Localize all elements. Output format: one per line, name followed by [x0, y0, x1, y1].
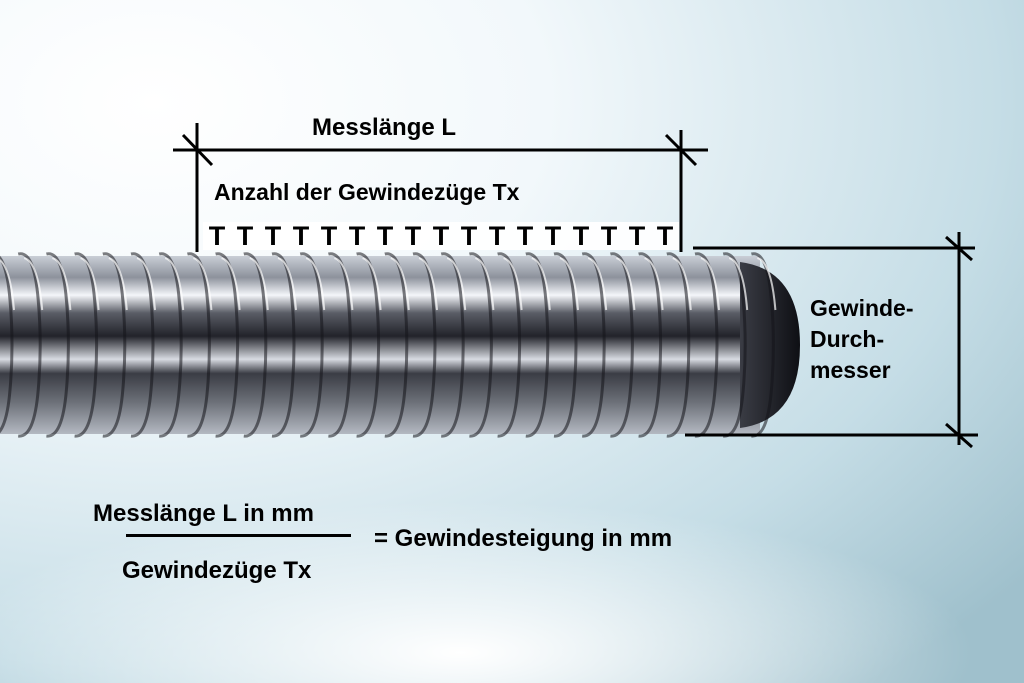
thread-marker: T — [516, 221, 534, 251]
thread-marker: T — [488, 221, 506, 251]
measure-length-label: Messlänge L — [312, 114, 457, 141]
thread-marker: T — [600, 221, 618, 251]
diameter-line-2: Durch- — [810, 326, 885, 352]
thread-marker: T — [432, 221, 450, 251]
thread-marker: T — [656, 221, 674, 251]
thread-highlight — [587, 257, 608, 311]
thread-highlight — [249, 257, 269, 311]
thread-highlight — [672, 257, 692, 311]
thread-marker: T — [376, 221, 394, 251]
thread-highlight — [728, 257, 749, 311]
thread-highlight — [305, 257, 326, 311]
formula-numerator: Messlänge L in mm — [93, 500, 314, 527]
thread-marker: T — [460, 221, 478, 251]
formula-denominator: Gewindezüge Tx — [122, 557, 312, 584]
thread-highlight — [503, 257, 523, 311]
thread-highlight — [446, 257, 467, 311]
thread-highlight — [192, 257, 213, 311]
thread-highlight — [136, 257, 156, 311]
thread-highlight — [756, 257, 777, 311]
thread-marker: T — [320, 221, 338, 251]
thread-highlight — [164, 257, 185, 311]
thread-marker: T — [264, 221, 282, 251]
thread-highlight — [0, 258, 15, 311]
thread-count-label: Anzahl der Gewindezüge Tx — [214, 179, 520, 205]
formula-result: = Gewindesteigung in mm — [374, 525, 673, 552]
thread-highlight — [644, 257, 664, 311]
thread-highlight — [531, 257, 551, 311]
thread-marker: T — [544, 221, 562, 251]
thread-marker: T — [348, 221, 366, 251]
fraction-line — [126, 534, 351, 537]
thread-highlight — [221, 257, 241, 311]
thread-marker: T — [628, 221, 646, 251]
thread-highlight — [277, 257, 297, 311]
thread-highlight — [474, 257, 495, 311]
diameter-line-3: messer — [810, 357, 891, 383]
thread-highlight — [51, 257, 72, 311]
thread-marker: T — [404, 221, 422, 251]
diameter-line-1: Gewinde- — [810, 295, 914, 321]
thread-highlight — [333, 257, 354, 311]
thread-highlight — [362, 257, 382, 311]
thread-highlight — [418, 257, 438, 311]
thread-highlight — [80, 257, 100, 311]
thread-highlight — [390, 257, 410, 311]
thread-highlight — [559, 257, 579, 311]
thread-highlight — [23, 257, 44, 311]
thread-marker: T — [292, 221, 310, 251]
thread-marker: T — [208, 221, 226, 251]
thread-highlight — [700, 257, 720, 311]
thread-marker: T — [572, 221, 590, 251]
thread-highlight — [108, 257, 128, 311]
thread-diameter-label: Gewinde- Durch- messer — [810, 293, 914, 386]
thread-marker: T — [236, 221, 254, 251]
thread-highlight — [615, 257, 636, 311]
